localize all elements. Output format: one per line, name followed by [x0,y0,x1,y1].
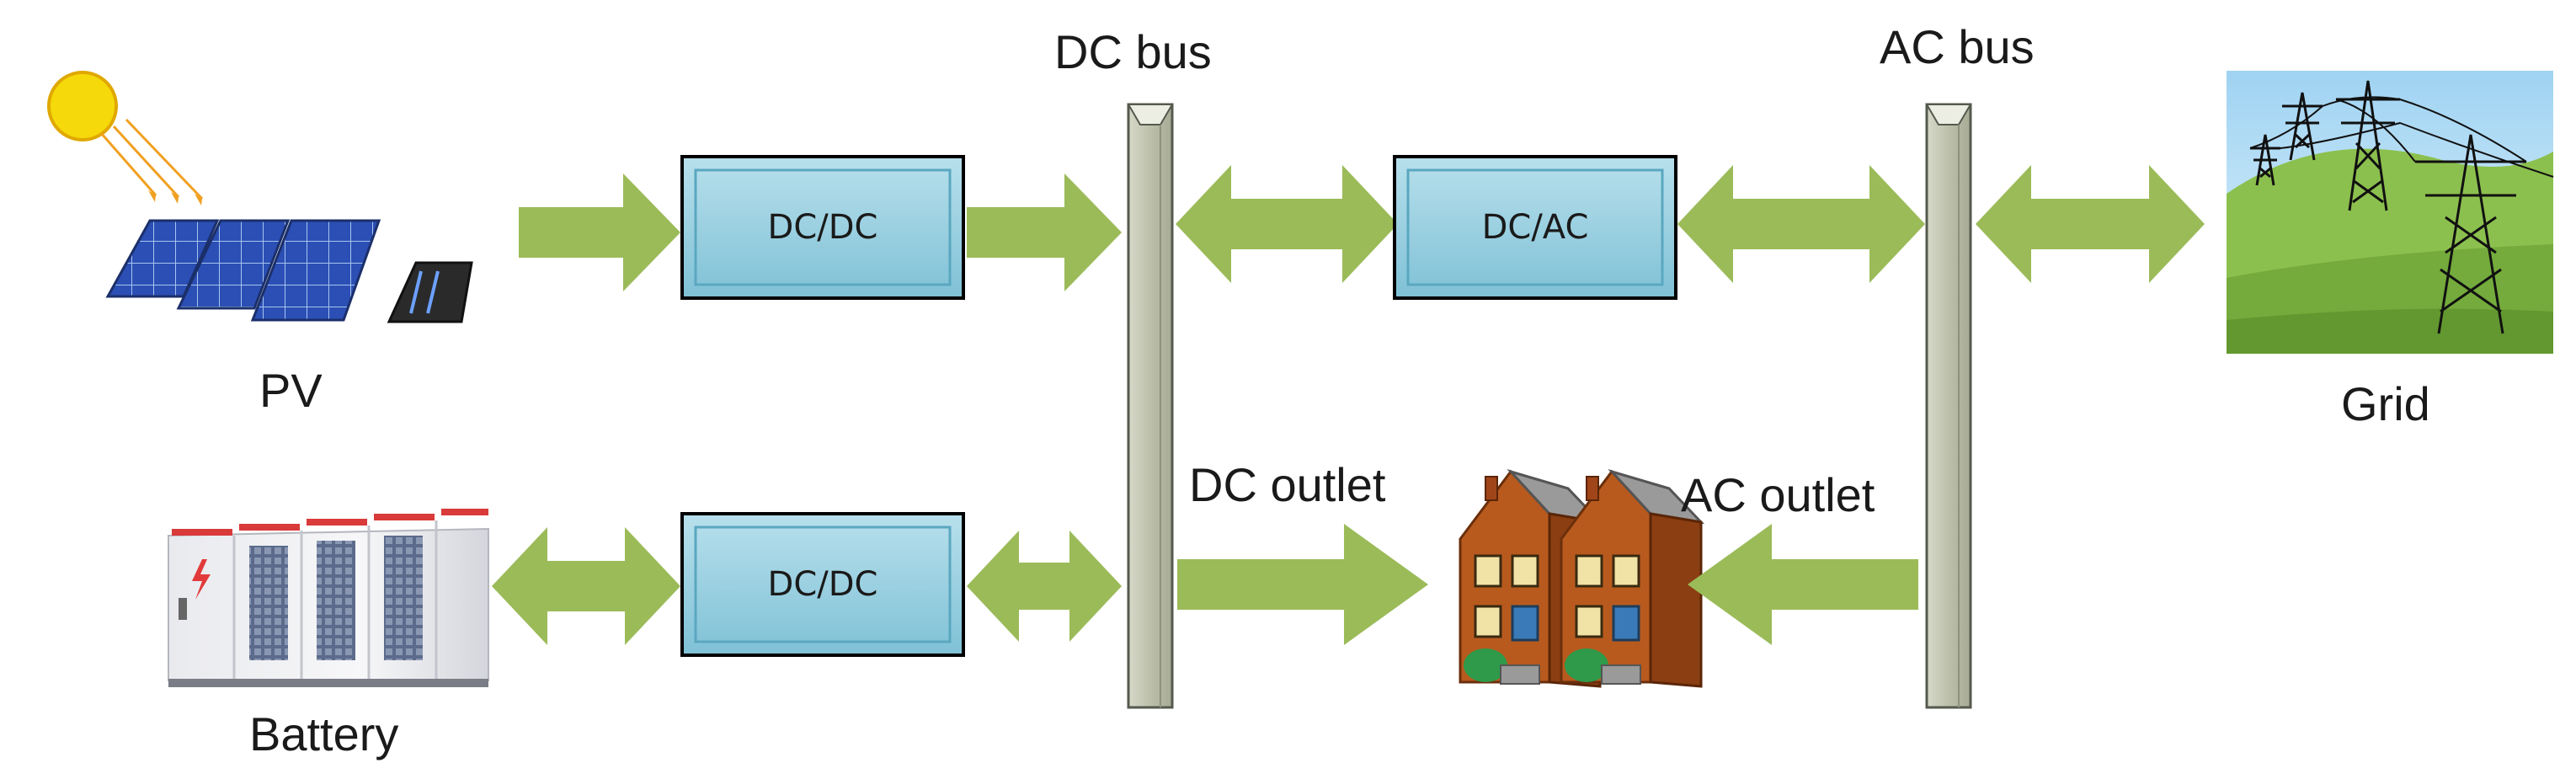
battery-dcdc-converter [680,512,965,657]
solar-panel-icon [105,219,473,323]
grid-label: Grid [2341,377,2430,430]
houses-icon [1459,469,1705,688]
ac-bus-bar [1925,103,1972,709]
arrow-dc-outlet [1177,524,1428,645]
sun-icon [47,71,204,205]
ac-bus-label: AC bus [1880,20,2035,73]
dc-bus-bar [1127,103,1174,709]
arrow-dc-bus-to-inverter [1176,165,1398,283]
battery-label: Battery [249,707,399,760]
transmission-tower-icon [2227,71,2554,354]
arrow-dcdc-to-dc-bus [967,173,1122,291]
arrow-dcdc-to-dc-bus-lower [967,531,1122,642]
arrow-ac-outlet [1688,524,1918,645]
arrow-pv-to-dcdc [519,173,680,291]
arrow-battery-to-dcdc [492,527,680,645]
inverter-dcac-label: DC/AC [1481,208,1589,247]
arrow-inverter-to-ac-bus [1677,165,1925,283]
dc-bus-label: DC bus [1054,25,1212,78]
pv-label: PV [259,364,323,417]
pv-dcdc-converter [680,155,965,300]
arrow-ac-bus-to-grid [1976,165,2205,283]
ac-outlet-label: AC outlet [1681,468,1875,521]
pv-icon [47,71,473,323]
dc-outlet-label: DC outlet [1189,458,1386,511]
battery-storage-icon [168,509,489,687]
pv-dcdc-label: DC/DC [767,208,878,247]
battery-dcdc-label: DC/DC [767,565,878,604]
inverter-dcac-converter [1393,155,1677,300]
